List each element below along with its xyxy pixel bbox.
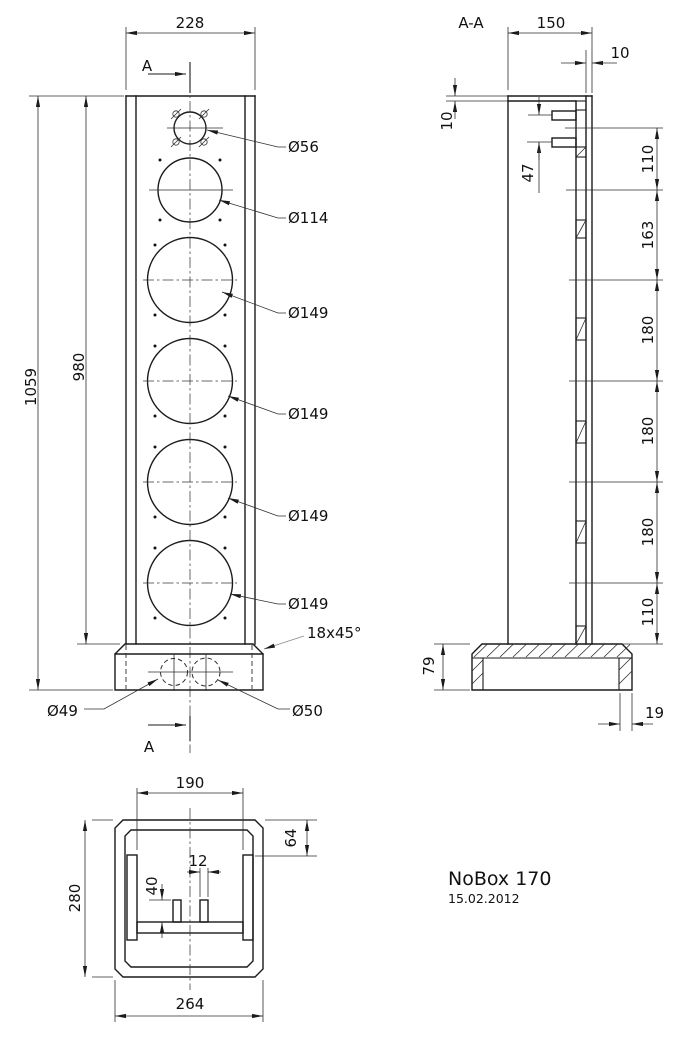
section-marker-top-label: A <box>142 57 153 75</box>
dim-width-228: 228 <box>125 14 256 90</box>
label-driver-149-4: Ø149 <box>288 595 328 613</box>
dim-spacing-4: 180 <box>639 417 657 446</box>
label-driver-114: Ø114 <box>288 209 328 227</box>
dim-body-height: 980 <box>70 353 88 382</box>
dim-height-1059: 1059 <box>22 95 124 691</box>
section-cut-marker-top: A <box>142 57 191 93</box>
post-right <box>199 899 209 923</box>
mount-hole-dots <box>153 158 227 620</box>
dim-spacing-3: 180 <box>639 316 657 345</box>
dim-tab-gap-47: 47 <box>519 97 552 193</box>
crossover-tab-upper <box>551 110 577 121</box>
dim-post-height-40: 40 <box>143 876 171 938</box>
port-labels: Ø49 Ø50 <box>47 678 323 720</box>
post-left <box>172 899 182 923</box>
dim-depth-150: 150 <box>507 14 593 93</box>
dim-inner-width: 190 <box>176 774 205 792</box>
dim-base-edge: 19 <box>645 704 664 722</box>
label-driver-56: Ø56 <box>288 138 319 156</box>
section-cut-marker-bottom: A <box>144 716 191 756</box>
bottom-outline <box>114 808 264 990</box>
dim-front-width: 228 <box>176 14 205 32</box>
dim-spacing-6: 110 <box>639 598 657 627</box>
cabinet-outline <box>125 95 256 645</box>
dim-outer-width: 264 <box>176 995 205 1013</box>
crossover-tab-lower <box>551 137 577 148</box>
front-view: 228 1059 980 A A Ø56 Ø114 <box>22 14 362 756</box>
dim-base-edge-19: 19 <box>598 693 664 731</box>
dim-post-width: 12 <box>188 852 207 870</box>
side-wall-left <box>126 854 138 941</box>
label-driver-149-3: Ø149 <box>288 507 328 525</box>
label-port-right: Ø50 <box>292 702 323 720</box>
dim-rear-panel: 10 <box>610 44 629 62</box>
dim-base-height: 79 <box>420 656 438 675</box>
centerlines <box>143 62 237 753</box>
dim-rear-panel-10: 10 <box>561 44 630 93</box>
section-outline <box>507 95 593 645</box>
bottom-view: 190 280 264 64 40 <box>66 774 317 1022</box>
dim-depth-280: 280 <box>66 819 113 978</box>
hatch-lines <box>471 644 633 685</box>
drawing-title: NoBox 170 <box>448 868 551 890</box>
plinth-front <box>114 643 264 691</box>
dim-height-980: 980 <box>70 96 120 645</box>
dim-spacing-5: 180 <box>639 518 657 547</box>
dim-front-offset: 64 <box>282 828 300 847</box>
section-marker-bottom-label: A <box>144 738 155 756</box>
dim-top-panel: 10 <box>438 111 456 130</box>
section-view: A-A <box>420 14 664 731</box>
rear-cleats <box>575 146 587 645</box>
dim-depth: 150 <box>537 14 566 32</box>
driver-labels: Ø56 Ø114 Ø149 Ø149 Ø149 Ø149 <box>206 129 328 613</box>
dim-bottom-depth: 280 <box>66 884 84 913</box>
dim-top-panel-10: 10 <box>438 78 508 131</box>
side-wall-right <box>242 854 254 941</box>
dim-total-height: 1059 <box>22 368 40 406</box>
dim-front-offset-64: 64 <box>255 819 317 857</box>
label-chamfer: 18x45° <box>307 624 362 642</box>
tweeter-screw-holes <box>170 108 210 148</box>
title-block: NoBox 170 15.02.2012 <box>448 868 551 906</box>
label-driver-149-1: Ø149 <box>288 304 328 322</box>
dim-chain-spacings: 110 163 180 180 180 110 <box>565 127 663 645</box>
drawing-date: 15.02.2012 <box>448 891 520 906</box>
dim-spacing-1: 110 <box>639 145 657 174</box>
plinth-section <box>471 643 633 691</box>
dim-post-width-12: 12 <box>187 852 221 897</box>
dim-tab-gap: 47 <box>519 163 537 182</box>
dim-outer-width-264: 264 <box>114 980 264 1022</box>
chamfer-label: 18x45° <box>263 624 362 650</box>
dim-base-height-79: 79 <box>420 643 470 691</box>
dim-post-height: 40 <box>143 876 161 895</box>
label-driver-149-2: Ø149 <box>288 405 328 423</box>
section-view-label: A-A <box>458 14 484 32</box>
dim-spacing-2: 163 <box>639 221 657 250</box>
dim-inner-width-190: 190 <box>136 774 244 850</box>
label-port-left: Ø49 <box>47 702 78 720</box>
